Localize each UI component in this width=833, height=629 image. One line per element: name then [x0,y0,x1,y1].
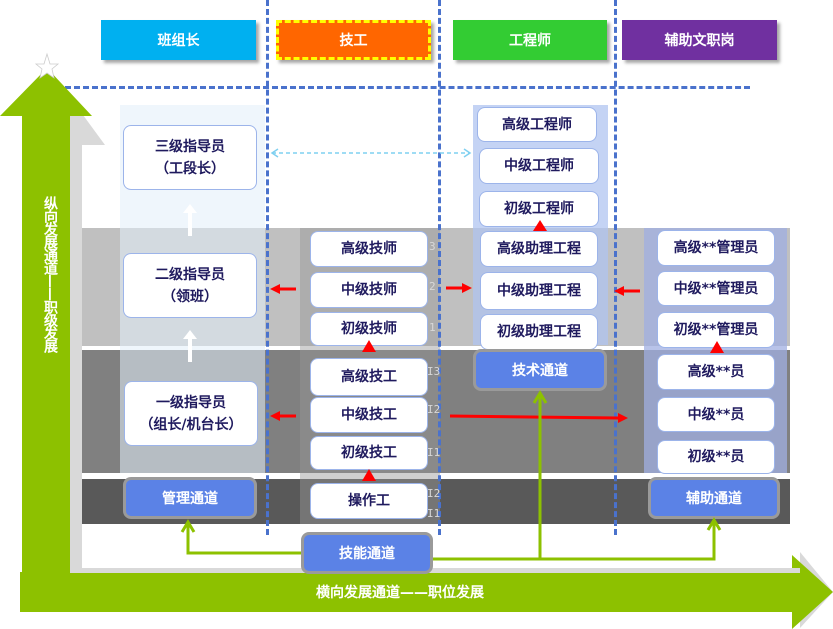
vertical-axis-shape [0,68,92,610]
clerical-senior-staff[interactable]: 高级**员 [657,354,775,390]
horizontal-axis-arrow [20,552,833,629]
arrowhead-left [270,148,279,158]
red-up-triangle-3 [533,220,547,231]
header-clerical: 辅助文职岗 [622,20,777,60]
level-number: I2 [427,403,441,416]
star-icon [34,52,60,79]
vertical-dashed-line-3 [614,0,617,535]
header-team-leader: 班组长 [101,20,256,60]
green-arrowhead [532,390,548,404]
header-technician: 技工 [276,20,431,60]
technician-senior-worker[interactable]: 高级技工 [310,358,428,396]
technical-channel-button[interactable]: 技术通道 [473,349,607,391]
technician-mid-master[interactable]: 中级技师 [310,272,428,308]
management-level-1[interactable]: 一级指导员 （组长/机台长） [124,381,258,446]
level-title: 三级指导员 [155,138,225,155]
technician-operator[interactable]: 操作工 [310,483,428,519]
horizontal-axis-label: 横向发展通道——职位发展 [316,585,484,601]
red-arrow-to-engineer [446,283,472,293]
green-connector-to-auxiliary [540,522,716,561]
green-arrowhead [180,519,196,533]
skill-channel-button[interactable]: 技能通道 [301,532,433,574]
green-arrowhead [706,517,722,531]
level-title: 一级指导员 [156,394,226,411]
level-subtitle: （工段长） [155,160,225,177]
vertical-dashed-line-2 [438,0,441,535]
assistant-engineer-mid[interactable]: 中级助理工程 [480,272,598,310]
level-number: 3 [429,240,436,253]
level-title: 二级指导员 [155,266,225,283]
level-number: I3 [427,365,441,378]
clerical-mid-staff[interactable]: 中级**员 [657,397,775,432]
red-up-triangle-2 [362,469,376,481]
horizontal-dashed-line-right [350,86,750,89]
arrowhead-right [463,148,472,158]
level-subtitle: （领班） [162,288,218,305]
clerical-junior-manager[interactable]: 初级**管理员 [657,312,775,348]
vertical-axis-label: 纵向发展通道——职级发展 [42,196,58,352]
level-subtitle: （组长/机台长） [139,416,243,433]
green-connector-to-management [186,524,301,555]
white-up-arrow-1 [183,204,197,236]
management-level-2[interactable]: 二级指导员 （领班） [123,253,257,318]
red-up-triangle-4 [710,341,724,353]
engineer-senior[interactable]: 高级工程师 [477,107,597,142]
level-number: I1 [427,507,441,520]
level-number: I1 [427,446,441,459]
white-up-arrow-2 [183,330,197,362]
management-level-3[interactable]: 三级指导员 （工段长） [123,125,257,190]
technician-senior-master[interactable]: 高级技师 [310,231,428,267]
clerical-senior-manager[interactable]: 高级**管理员 [657,230,775,266]
horizontal-dashed-line [65,86,350,89]
engineer-mid[interactable]: 中级工程师 [479,148,599,184]
clerical-junior-staff[interactable]: 初级**员 [657,440,775,474]
vertical-axis-arrow [0,52,105,610]
header-engineer: 工程师 [453,20,607,60]
vertical-dashed-line-1 [266,0,269,535]
red-up-triangle-1 [362,340,376,352]
level-number: 1 [429,321,436,334]
level-number: I2 [427,487,441,500]
management-channel-button[interactable]: 管理通道 [123,477,257,519]
axis-corner-shadow [70,568,800,573]
assistant-engineer-senior[interactable]: 高级助理工程 [480,231,598,267]
red-arrow-to-clerical [449,413,628,423]
horizontal-axis-shape [20,555,833,629]
clerical-mid-manager[interactable]: 中级**管理员 [657,271,775,306]
red-arrow-from-clerical [614,286,640,296]
red-arrow-to-management-1 [270,411,296,421]
red-arrow-to-management-2 [270,284,296,294]
technician-mid-worker[interactable]: 中级技工 [310,397,428,433]
level-number: 2 [429,280,436,293]
